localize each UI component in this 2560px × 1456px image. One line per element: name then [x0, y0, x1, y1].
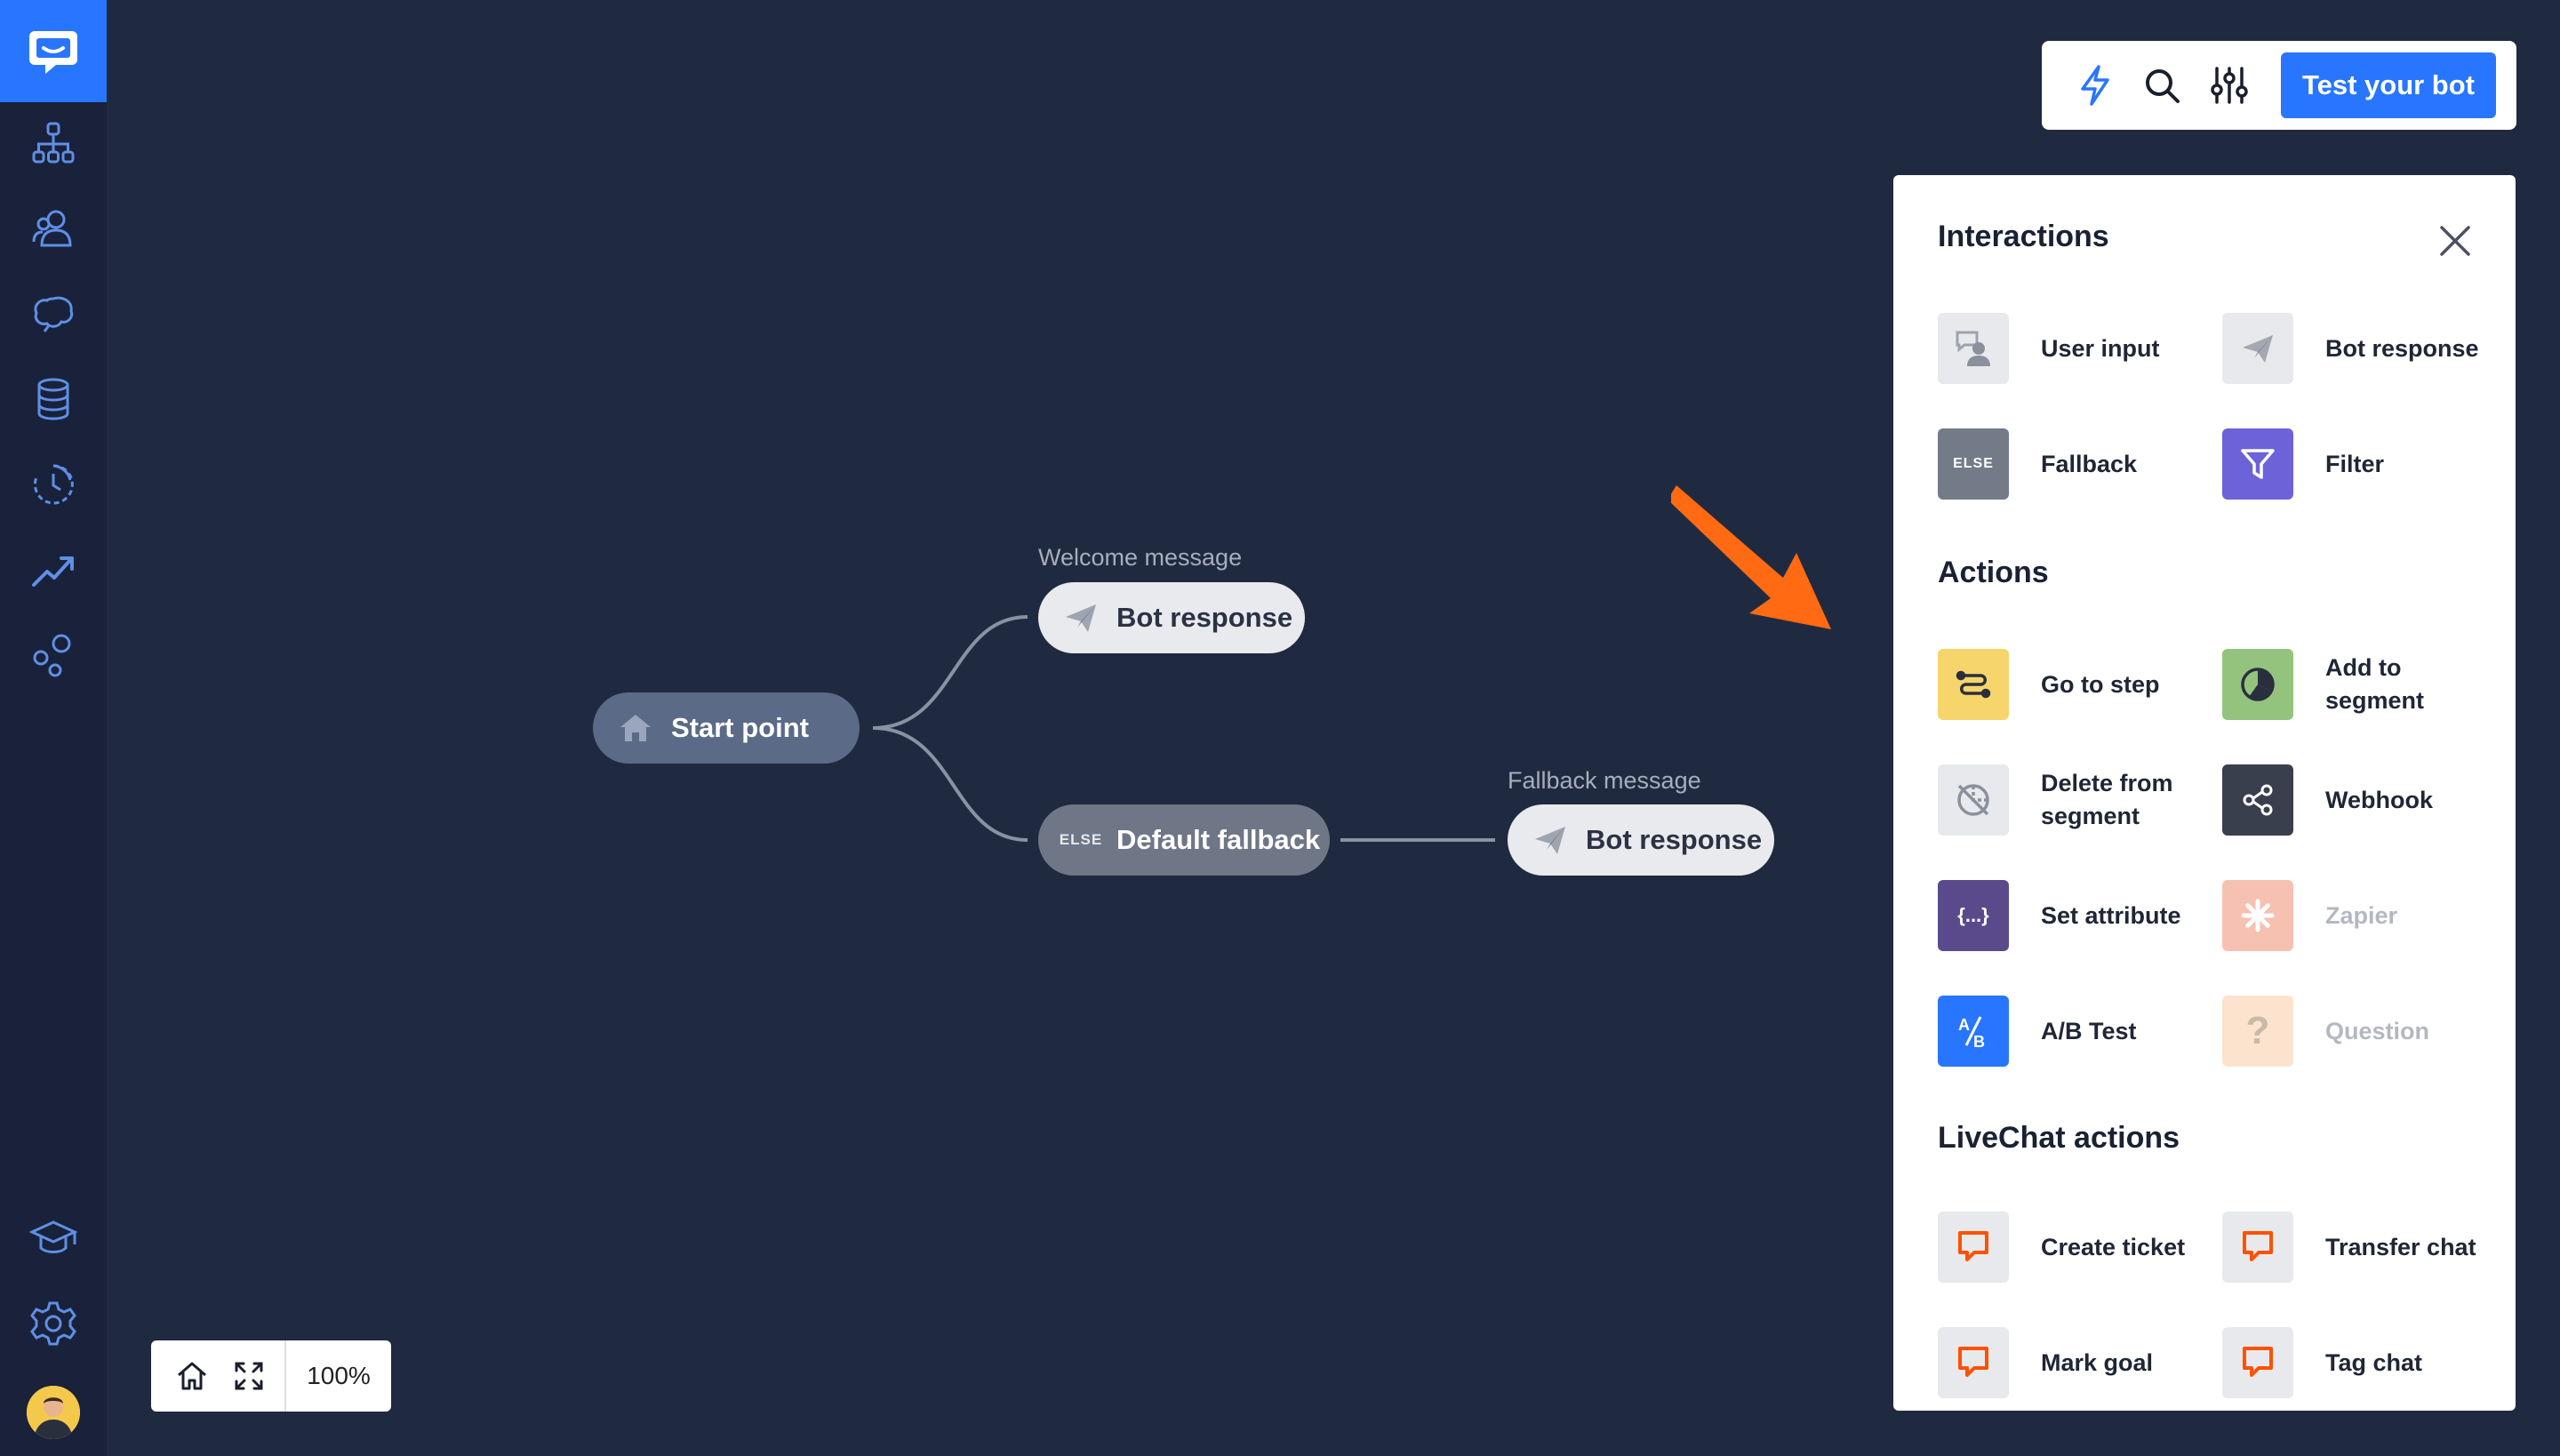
paper-plane-icon [1060, 596, 1102, 639]
else-tile-tag: ELSE [1953, 456, 1994, 471]
block-tag-chat[interactable]: Tag chat [2222, 1327, 2507, 1398]
block-zapier[interactable]: Zapier [2222, 880, 2507, 951]
segment-add-icon [2222, 649, 2293, 720]
block-question[interactable]: ? Question [2222, 996, 2507, 1067]
test-your-bot-button[interactable]: Test your bot [2281, 52, 2496, 118]
block-label: Zapier [2325, 901, 2398, 929]
welcome-message-caption: Welcome message [1038, 544, 1243, 571]
start-point-label: Start point [671, 712, 809, 743]
block-label: Add to segment [2325, 654, 2425, 714]
block-delete-from-segment[interactable]: Delete from segment [1938, 764, 2222, 836]
chat-logo-icon[interactable] [0, 0, 107, 102]
livechat-icon [2222, 1212, 2293, 1283]
block-create-ticket[interactable]: Create ticket [1938, 1212, 2222, 1283]
block-label: Go to step [2041, 670, 2160, 698]
actions-title: Actions [1938, 556, 2049, 589]
block-set-attribute[interactable]: {...} Set attribute [1938, 880, 2222, 951]
else-icon: ELSE [1938, 428, 2009, 500]
academy-icon[interactable] [27, 1212, 80, 1265]
filter-icon [2222, 428, 2293, 500]
block-label: Set attribute [2041, 901, 2181, 929]
search-icon[interactable] [2140, 63, 2184, 108]
divider [284, 1340, 286, 1412]
brain-icon[interactable] [27, 287, 80, 340]
block-webhook[interactable]: Webhook [2222, 764, 2507, 836]
svg-text:A: A [1958, 1016, 1970, 1034]
question-tile-tag: ? [2245, 1009, 2270, 1052]
attribute-tile-tag: {...} [1957, 904, 1989, 926]
block-label: Delete from segment [2041, 770, 2173, 829]
block-label: Filter [2325, 450, 2385, 477]
bot-response-label: Bot response [1116, 602, 1293, 633]
block-go-to-step[interactable]: Go to step [1938, 649, 2222, 720]
livechat-icon [2222, 1327, 2293, 1398]
question-icon: ? [2222, 996, 2293, 1067]
home-icon [614, 707, 657, 749]
close-icon[interactable] [2436, 221, 2475, 260]
block-mark-goal[interactable]: Mark goal [1938, 1327, 2222, 1398]
block-label: Fallback [2041, 450, 2138, 477]
webhook-icon [2222, 764, 2293, 836]
settings-icon[interactable] [27, 1297, 80, 1350]
block-label: Create ticket [2041, 1233, 2186, 1260]
block-bot-response[interactable]: Bot response [2222, 313, 2507, 384]
block-label: A/B Test [2041, 1017, 2137, 1044]
integrations-icon[interactable] [27, 628, 80, 682]
svg-text:B: B [1973, 1033, 1985, 1051]
segment-delete-icon [1938, 764, 2009, 836]
interactions-title: Interactions [1938, 220, 2109, 253]
top-toolbar: Test your bot [2042, 41, 2516, 130]
block-label: Tag chat [2325, 1348, 2423, 1376]
livechat-actions-title: LiveChat actions [1938, 1121, 2180, 1155]
block-label: Webhook [2325, 786, 2433, 813]
blocks-panel: Interactions User input Bot response ELS… [1893, 175, 2516, 1411]
fit-screen-icon[interactable] [220, 1340, 277, 1412]
attribute-icon: {...} [1938, 880, 2009, 951]
welcome-bot-response-node[interactable]: Bot response [1038, 582, 1305, 653]
block-label: Question [2325, 1017, 2430, 1044]
flow-icon[interactable] [27, 116, 80, 170]
home-icon[interactable] [164, 1340, 220, 1412]
block-fallback[interactable]: ELSE Fallback [1938, 428, 2222, 500]
history-icon[interactable] [27, 458, 80, 511]
go-to-step-icon [1938, 649, 2009, 720]
bot-response-label: Bot response [1586, 824, 1763, 855]
lightning-icon[interactable] [2073, 63, 2117, 108]
fallback-message-caption: Fallback message [1508, 767, 1701, 794]
sidebar [0, 0, 107, 1456]
block-label: Mark goal [2041, 1348, 2154, 1376]
start-point-node[interactable]: Start point [593, 692, 860, 764]
filters-icon[interactable] [2207, 63, 2252, 108]
orange-arrow-icon [1671, 485, 1831, 629]
livechat-icon [1938, 1327, 2009, 1398]
fallback-bot-response-node[interactable]: Bot response [1508, 804, 1774, 876]
zoom-level[interactable]: 100% [307, 1362, 371, 1389]
block-label: Transfer chat [2325, 1233, 2476, 1260]
block-filter[interactable]: Filter [2222, 428, 2507, 500]
zapier-icon [2222, 880, 2293, 951]
block-user-input[interactable]: User input [1938, 313, 2222, 384]
block-label: Bot response [2325, 334, 2479, 362]
default-fallback-node[interactable]: ELSE Default fallback [1038, 804, 1330, 876]
user-input-icon [1938, 313, 2009, 384]
block-add-to-segment[interactable]: Add to segment [2222, 649, 2507, 720]
else-tag: ELSE [1059, 831, 1103, 848]
block-transfer-chat[interactable]: Transfer chat [2222, 1212, 2507, 1283]
livechat-icon [1938, 1212, 2009, 1283]
default-fallback-label: Default fallback [1116, 824, 1321, 855]
avatar[interactable] [27, 1386, 80, 1439]
trend-icon[interactable] [27, 543, 80, 596]
bot-response-icon [2222, 313, 2293, 384]
database-icon[interactable] [27, 372, 80, 426]
zoom-controls: 100% [151, 1340, 391, 1412]
block-label: User input [2041, 334, 2160, 362]
paper-plane-icon [1529, 819, 1572, 861]
audience-icon[interactable] [27, 202, 80, 255]
